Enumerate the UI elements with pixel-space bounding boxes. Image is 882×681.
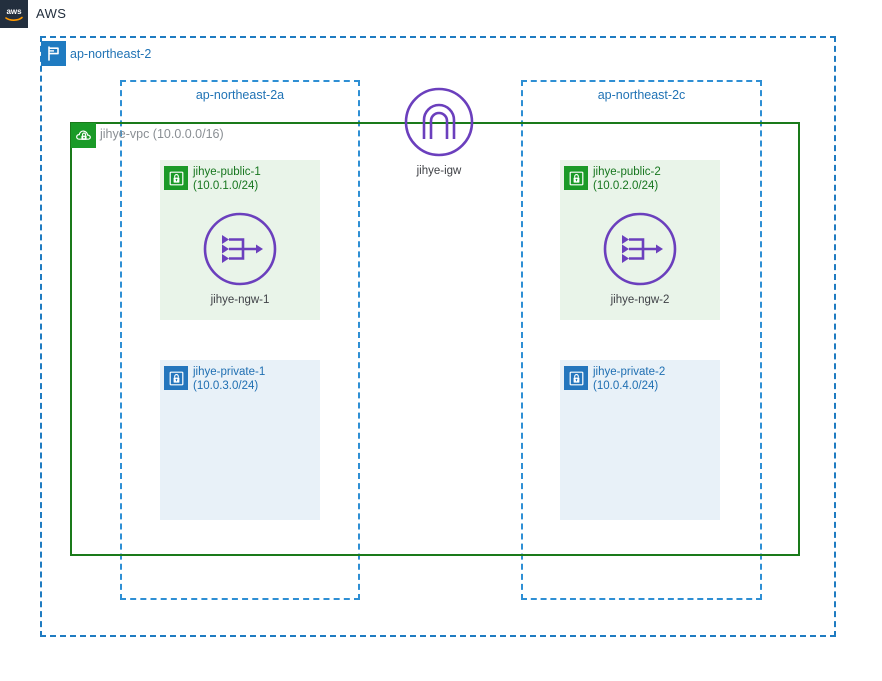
subnet-name: jihye-private-2 — [593, 366, 666, 378]
subnet-cidr: (10.0.4.0/24) — [593, 380, 659, 392]
nat-gateway-1-caption: jihye-ngw-1 — [210, 294, 270, 306]
subnet-label: jihye-private-2 (10.0.4.0/24) — [593, 365, 665, 393]
internet-gateway-caption: jihye-igw — [416, 165, 462, 177]
vpc-group — [70, 122, 800, 556]
subnet-jihye-private-2: jihye-private-2 (10.0.4.0/24) — [560, 360, 720, 520]
availability-zone-2c-label: ap-northeast-2c — [597, 88, 686, 102]
subnet-name: jihye-public-1 — [193, 166, 261, 178]
padlock-icon — [564, 366, 588, 390]
region-flag-icon — [41, 41, 66, 66]
aws-logo-icon: aws — [0, 0, 28, 28]
subnet-name: jihye-private-1 — [193, 366, 266, 378]
subnet-label: jihye-public-1 (10.0.1.0/24) — [193, 165, 261, 193]
internet-gateway-icon — [404, 87, 474, 157]
nat-gateway-icon — [203, 212, 277, 286]
subnet-cidr: (10.0.2.0/24) — [593, 180, 659, 192]
subnet-label: jihye-public-2 (10.0.2.0/24) — [593, 165, 661, 193]
subnet-cidr: (10.0.3.0/24) — [193, 380, 259, 392]
availability-zone-2a-label: ap-northeast-2a — [195, 88, 285, 102]
nat-gateway-icon — [603, 212, 677, 286]
padlock-icon — [564, 166, 588, 190]
subnet-cidr: (10.0.1.0/24) — [193, 180, 259, 192]
subnet-label: jihye-private-1 (10.0.3.0/24) — [193, 365, 265, 393]
padlock-icon — [164, 166, 188, 190]
subnet-jihye-private-1: jihye-private-1 (10.0.3.0/24) — [160, 360, 320, 520]
svg-text:aws: aws — [6, 7, 22, 16]
availability-zone-2a — [120, 80, 360, 600]
nat-gateway-2-caption: jihye-ngw-2 — [610, 294, 670, 306]
internet-gateway: jihye-igw — [380, 85, 498, 178]
region-label: ap-northeast-2 — [70, 47, 152, 61]
vpc-label: jihye-vpc (10.0.0.0/16) — [100, 127, 224, 141]
region-group — [40, 36, 836, 637]
vpc-cloud-lock-icon — [71, 123, 96, 148]
nat-gateway-1: jihye-ngw-1 — [180, 210, 300, 307]
nat-gateway-2: jihye-ngw-2 — [580, 210, 700, 307]
availability-zone-2c — [521, 80, 762, 600]
subnet-name: jihye-public-2 — [593, 166, 661, 178]
aws-title: AWS — [36, 6, 67, 21]
padlock-icon — [164, 366, 188, 390]
